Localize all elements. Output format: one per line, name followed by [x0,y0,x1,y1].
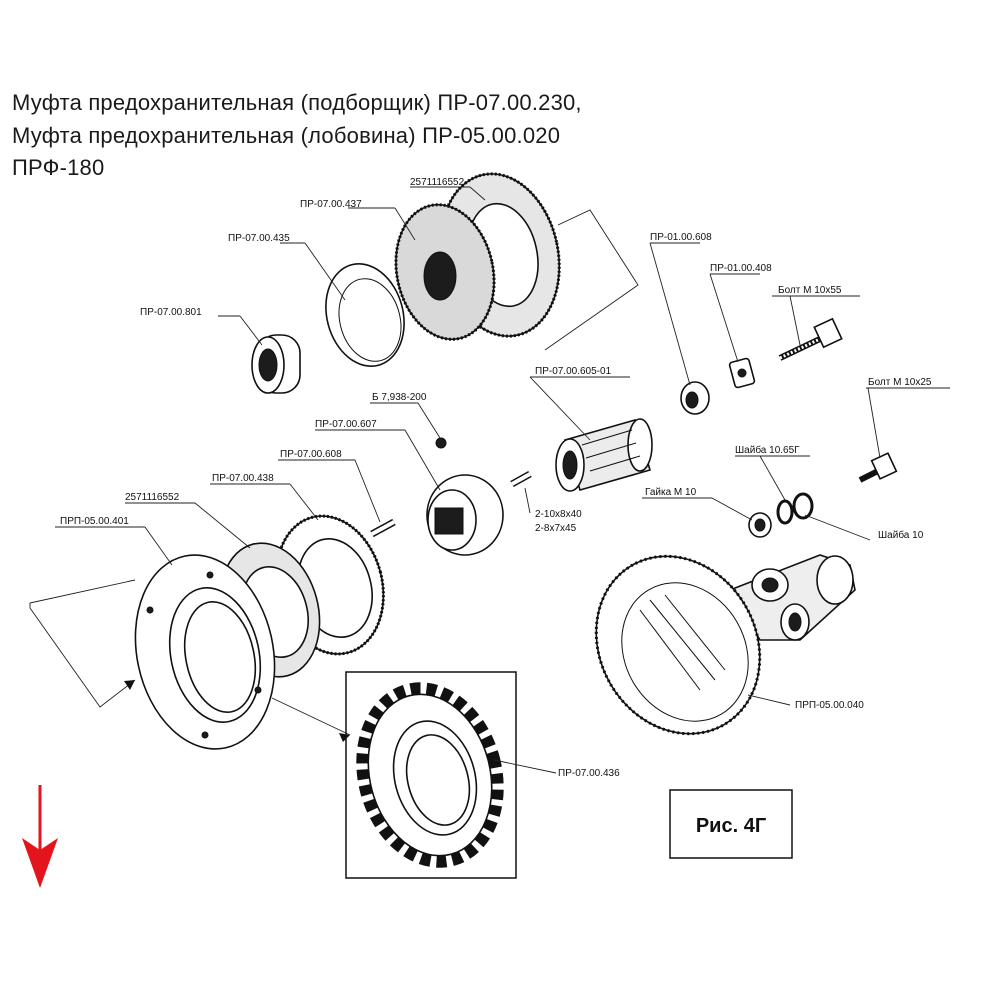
plate-408 [728,357,756,389]
label-part-608-right: ПР-01.00.608 [650,232,712,243]
assembly-bracket-upper [544,209,639,351]
leader-lines [55,186,950,774]
label-nut-801: ПР-07.00.801 [140,307,202,318]
toothed-disc-437 [394,203,496,341]
label-nut-m10: Гайка М 10 [645,487,697,498]
label-shaft-605: ПР-07.00.605-01 [535,366,612,377]
label-washer-65g: Шайба 10.65Г [735,444,800,456]
label-friction-disc-lower: 2571116552 [125,492,180,503]
label-hub-607: ПР-07.00.607 [315,419,377,430]
label-part-408: ПР-01.00.408 [710,263,772,274]
splined-hub-607 [426,474,504,556]
title-line-3: ПРФ-180 [12,155,105,180]
label-friction-disc-upper: 2571116552 [410,177,465,188]
slotted-nut-801 [251,334,301,394]
figure-caption-box: Рис. 4Г [669,789,793,859]
part-608-right [680,381,710,415]
bolt-m10x25 [858,452,898,483]
spring-washer-10-65g [776,499,794,525]
label-flange-401: ПРП-05.00.401 [60,516,129,527]
nut-m10 [748,512,772,538]
pin-608 [370,518,396,538]
sprocket-436 [345,671,517,879]
label-spline-2: 2-8х7х45 [535,523,577,534]
flange-401 [134,554,276,750]
pin-spline [510,470,532,488]
washer-10 [792,492,814,520]
label-bolt-25: Болт М 10х25 [868,377,932,388]
title-line-1: Муфта предохранительная (подборщик) ПР-0… [12,90,582,115]
splined-shaft-605 [555,418,653,492]
label-plate-435: ПР-07.00.435 [228,233,290,244]
label-ball: Б 7,938-200 [372,392,427,403]
label-washer-10: Шайба 10 [878,529,924,541]
label-disc-438: ПР-07.00.438 [212,473,274,484]
assembly-bracket-lower [29,579,351,742]
housing-040 [594,554,856,736]
label-spline-1: 2-10х8х40 [535,509,582,520]
red-down-arrow-icon [22,785,58,888]
label-sprocket-436: ПР-07.00.436 [558,768,620,779]
label-housing-040: ПРП-05.00.040 [795,700,864,711]
figure-caption: Рис. 4Г [696,815,766,837]
plate-435 [325,263,405,367]
label-disc-437: ПР-07.00.437 [300,199,362,210]
bolt-m10x55 [778,317,843,361]
label-bolt-55: Болт М 10х55 [778,285,842,296]
ball-7938 [435,437,447,449]
label-pin-608: ПР-07.00.608 [280,449,342,460]
title-line-2: Муфта предохранительная (лобовина) ПР-05… [12,123,561,148]
